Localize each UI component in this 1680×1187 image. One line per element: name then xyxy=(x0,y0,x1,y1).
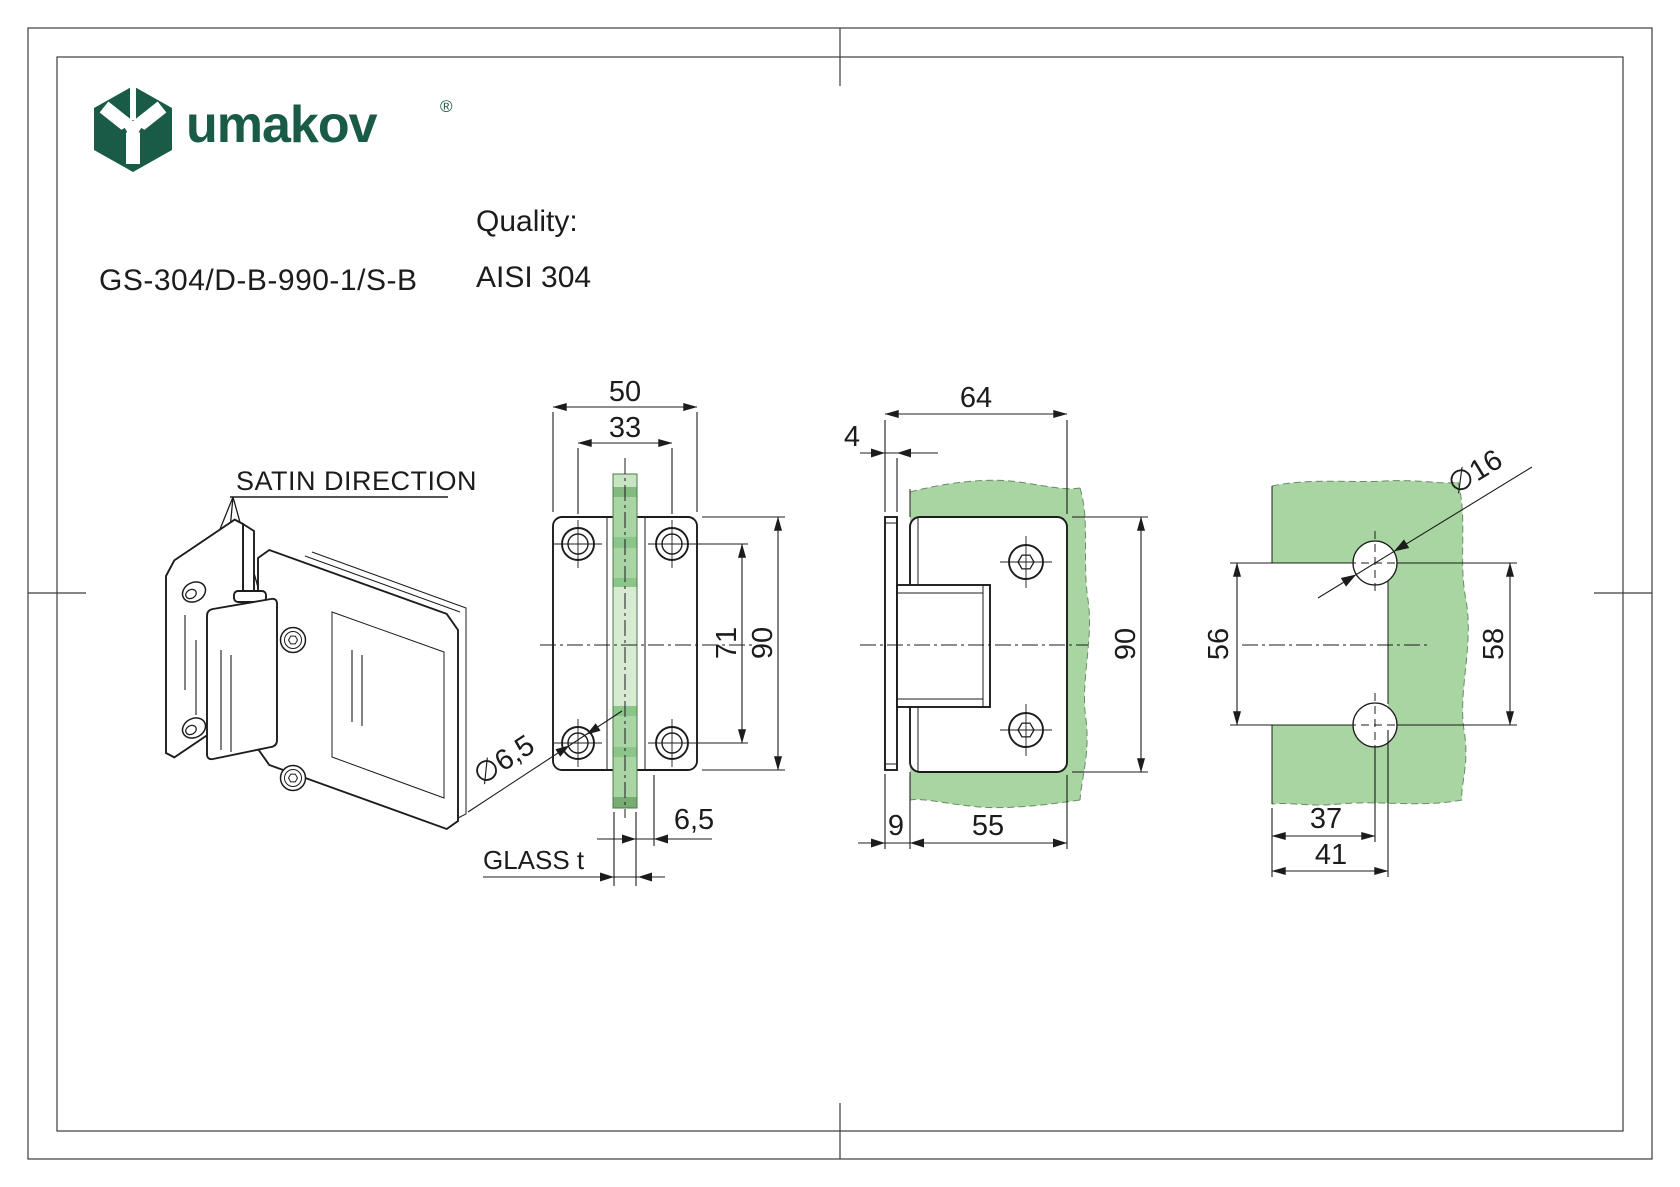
dim-front-width: 50 xyxy=(609,376,641,408)
front-clamp-edges xyxy=(606,517,646,770)
dim-side-width: 64 xyxy=(960,382,992,414)
quality-value: AISI 304 xyxy=(476,261,591,294)
iso-wall-plate-holes xyxy=(181,581,207,739)
dim-side-depth: 55 xyxy=(972,810,1004,842)
iso-knuckle xyxy=(206,597,278,761)
iso-front-plate xyxy=(257,548,459,831)
dim-glass-thickness-label: GLASS t xyxy=(483,845,585,875)
iso-cover-plate-outline xyxy=(331,611,445,799)
side-wall-plate xyxy=(884,516,898,771)
dim-side-height: 90 xyxy=(1110,628,1142,660)
logo-wordmark: umakov xyxy=(186,96,378,154)
dim-front-hole-spacing-x: 33 xyxy=(609,412,641,444)
registration-marks xyxy=(28,28,1652,1159)
side-knuckle xyxy=(896,584,991,708)
dim-front-hole-spacing-y: 71 xyxy=(711,627,743,659)
dim-front-height: 90 xyxy=(747,627,779,659)
front-screw-holes xyxy=(554,520,696,767)
isometric-view: SATIN DIRECTION xyxy=(165,466,477,831)
dim-glass-offset: 6,5 xyxy=(674,804,714,836)
iso-front-plate-screws xyxy=(279,626,307,792)
umakov-logo-icon xyxy=(94,84,172,172)
registered-mark: ® xyxy=(440,97,453,116)
part-number: GS-304/D-B-990-1/S-B xyxy=(99,264,417,297)
dim-wall-plate-thickness: 4 xyxy=(844,421,860,453)
dim-side-offset: 9 xyxy=(888,810,904,842)
glass-cutout-view: ∅16 56 58 37 41 xyxy=(1203,444,1533,877)
dim-notch-height: 56 xyxy=(1203,628,1235,660)
dim-notch-width: 41 xyxy=(1315,839,1347,871)
front-view: 50 33 71 90 ∅6,5 6,5 GLASS t xyxy=(467,376,785,886)
umakov-logo: umakov ® xyxy=(94,84,453,172)
satin-direction-label: SATIN DIRECTION xyxy=(236,466,477,496)
notch-edges xyxy=(1272,562,1389,726)
dim-hole-x: 37 xyxy=(1310,803,1342,835)
side-view: 64 4 90 9 55 xyxy=(844,382,1148,849)
glass-notch xyxy=(1272,563,1388,725)
side-screws xyxy=(1000,536,1052,756)
quality-label: Quality: xyxy=(476,205,578,238)
dim-hole-spacing: 58 xyxy=(1478,628,1510,660)
svg-text:∅6,5: ∅6,5 xyxy=(468,729,540,792)
iso-satin-strokes xyxy=(184,615,363,752)
iso-glass-slab-edges xyxy=(304,551,467,819)
sheet-border xyxy=(27,27,1653,1160)
